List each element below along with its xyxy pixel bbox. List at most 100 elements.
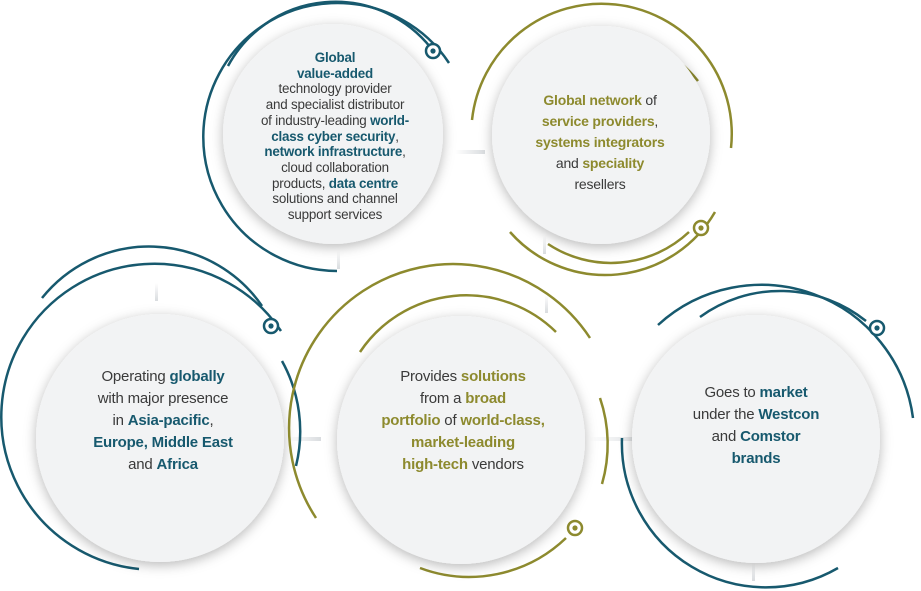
inner-ring-arc [699,289,867,322]
body-text: from a [420,390,466,407]
body-text: under the [692,406,759,423]
text-line: and Comstor [666,426,846,448]
body-text: resellers [574,176,626,192]
body-text: solutions and channel [272,191,398,207]
highlight-text: speciality [582,155,645,171]
body-text: vendors [467,456,524,473]
tabs [155,236,755,581]
highlight-text: Global network [543,92,642,108]
text-line: support services [244,207,426,223]
body-text: cloud collaboration [281,159,389,175]
body-text: and [555,155,583,171]
text-line: under the Westcon [666,404,846,426]
bubble-circle [223,24,443,244]
text-line: brands [666,448,846,470]
highlight-text: globally [169,368,225,385]
bubble-text-operating-globally: Operating globally with major presence in … [76,366,250,476]
inner-ring-arc [41,245,264,307]
ring-end-dot-core [698,225,704,231]
highlight-text: world- [370,112,410,128]
outer-ring-arc [0,262,283,571]
text-line: Global [244,50,426,66]
body-text: and [128,456,157,473]
highlight-text: broad [465,390,506,407]
body-text: Operating [101,368,170,385]
tab-bubble-2 [543,236,546,254]
text-line: high-tech vendors [366,454,560,476]
text-line: solutions and channel [244,191,426,207]
text-line: in Asia-pacific, [76,410,250,432]
highlight-text: Global [314,50,356,65]
tab-bubble-1 [337,251,340,269]
text-line: class cyber security, [244,129,426,145]
text-line: resellers [518,174,682,195]
highlight-text: systems integrators [535,134,665,150]
body-text: products, [271,175,329,191]
inner-ring-arc [358,294,557,353]
outer-ring-arc [470,2,733,149]
ring-end-dot-core [430,48,436,54]
text-line: Provides solutions [366,366,560,388]
body-text: Goes to [704,384,760,401]
tab-bubble-4 [545,295,548,313]
ring-end-dot-core [572,525,578,531]
text-line: and specialist distributor [244,97,426,113]
text-line: and Africa [76,454,250,476]
bubble-brands [620,283,915,589]
text-line: and speciality [518,153,682,174]
connector-top [455,150,485,154]
right-ring-arc [598,397,609,485]
text-line: network infrastructure, [244,144,426,160]
highlight-text: solutions [460,368,526,385]
lower-ring-arc [509,211,717,277]
text-line: cloud collaboration [244,160,426,176]
text-line: technology provider [244,81,426,97]
body-text: , [209,412,214,429]
body-text: support services [287,207,383,223]
highlight-text: market [759,384,808,401]
body-text: , [654,113,659,129]
highlight-text: Europe, Middle East [93,434,233,451]
bubble-circle [36,314,284,562]
inner-ring-arc [226,0,432,67]
highlight-text: world-class, [460,412,545,429]
bubble-broad-portfolio [287,262,609,579]
text-line: Europe, Middle East [76,432,250,454]
highlight-text: service providers [541,113,655,129]
body-text: and specialist distributor [265,97,405,113]
text-line: service providers, [518,111,682,132]
ring-end-dot-core [268,323,274,329]
bubble-circle [492,26,710,244]
bubble-circle [337,316,585,564]
highlight-text: class cyber security [271,128,396,144]
text-line: Global network of [518,90,682,111]
highlight-text: Westcon [758,406,820,423]
tab-bubble-5 [752,563,755,581]
bubble-value-added-distributor [202,0,451,273]
body-text: and [711,428,741,445]
bubble-operating-globally [0,245,302,571]
body-text: Provides [400,368,461,385]
body-text: , [395,128,399,144]
outer-ring-arc [287,262,592,519]
body-text: technology provider [278,81,392,97]
connector-bottom-right [589,437,647,441]
lower-inner-arc [547,231,690,265]
body-text: with major presence [97,390,229,407]
bubble-global-network [470,2,733,277]
text-line: systems integrators [518,132,682,153]
body-text: , [402,144,406,160]
text-line: Operating globally [76,366,250,388]
highlight-text: value-added [297,65,373,81]
body-text: of [440,412,461,429]
tab-bubble-3 [155,283,158,301]
highlight-text: data centre [328,175,399,191]
right-ring-arc [280,360,302,467]
text-line: from a broad [366,388,560,410]
highlight-text: Africa [156,456,199,473]
highlight-text: high-tech [402,456,468,473]
highlight-text: Comstor [740,428,801,445]
